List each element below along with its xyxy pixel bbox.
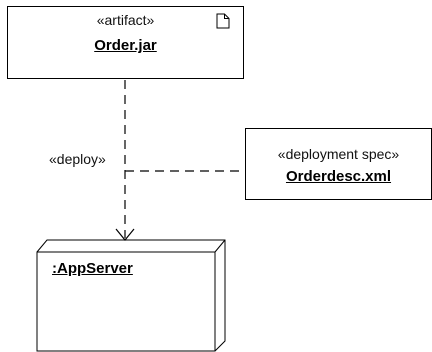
- artifact-stereotype: «artifact»: [96, 12, 155, 28]
- deploy-arrowhead: [115, 228, 135, 241]
- node-name: :AppServer: [52, 260, 133, 277]
- artifact-order-jar[interactable]: «artifact» Order.jar: [7, 6, 244, 79]
- artifact-name: Order.jar: [94, 37, 157, 54]
- deployment-spec-orderdesc-xml[interactable]: «deployment spec» Orderdesc.xml: [245, 128, 432, 200]
- appserver-node-label[interactable]: :AppServer: [52, 260, 172, 277]
- document-icon: [216, 13, 230, 29]
- deployment-spec-name: Orderdesc.xml: [285, 168, 392, 185]
- deployment-spec-stereotype: «deployment spec»: [277, 146, 400, 162]
- deploy-dependency-label: «deploy»: [49, 151, 106, 167]
- appserver-node-shape: [36, 239, 226, 352]
